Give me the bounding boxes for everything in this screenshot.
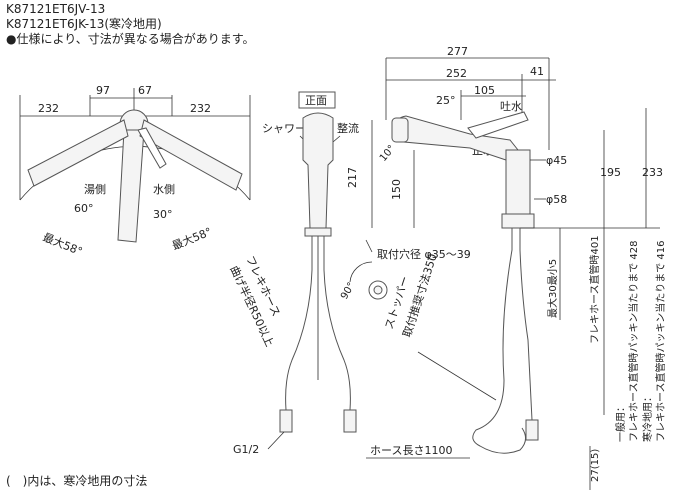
model-number-cold-region: K87121ET6JK-13(寒冷地用) [6,17,162,31]
angle-30: 30° [153,208,173,221]
faucet-side-body [505,149,531,215]
phi58: φ58 [546,193,567,206]
side-supply-hose [519,228,533,421]
angle-10: 10° [378,143,398,164]
footer-note: ( )内は、寒冷地用の寸法 [6,474,148,488]
phi45: φ45 [546,154,567,167]
hot-side-label: 湯側 [84,183,106,196]
front-view: 正面 シャワー 整流 フレキホース 曲げ半径R50以上 G1/2 [227,91,359,456]
side-fitting [525,419,539,441]
cold-dim-416: フレキホース直管時パッキン当たりまで 416 [654,241,667,442]
front-title-box [298,91,336,109]
dim-277: 277 [447,45,468,58]
max-angle-right: 最大58° [170,224,214,253]
shower-head-side [391,117,409,143]
max-angle-left: 最大58° [41,230,85,259]
dim-97: 97 [96,84,110,97]
spec-note: ●仕様により、寸法が異なる場合があります。 [6,32,255,46]
mount-hole-label: 取付穴径 φ35～39 [377,247,471,261]
side-shower-hose [472,228,526,454]
dim-232-right: 232 [190,102,211,115]
front-hose-right [323,236,351,411]
shower-label: シャワー [262,122,306,135]
cold-label: 寒冷地用： [641,392,654,442]
dim-41: 41 [530,65,544,78]
g12-label: G1/2 [233,443,259,456]
faucet-side-spout [397,115,519,215]
front-title: 正面 [305,94,327,107]
side-view: 277 252 41 105 25° 吐水 止水 10° φ45 φ58 217… [346,45,667,490]
front-hose-left [285,236,313,411]
spout-center [117,129,145,243]
dim-105: 105 [474,84,495,97]
lever-handle-side [467,111,529,139]
faucet-side-base [501,213,535,229]
dim-67: 67 [138,84,152,97]
angle-25: 25° [436,94,456,107]
general-dim-428: フレキホース直管時パッキン当たりまで 428 [627,241,640,442]
angle-90: 90° [339,281,357,302]
cold-side-label: 水側 [153,183,175,196]
faucet-front-body [302,112,334,229]
faucet-front-base [304,227,332,237]
dim-233: 233 [642,166,663,179]
hose-length: ホース長さ1100 [370,444,452,457]
dim-252: 252 [446,67,467,80]
mount-hole-detail: 90° [339,261,388,302]
top-view: 232 97 67 232 湯側 水側 60° 30° 最大58° 最大58° [19,84,251,259]
dim-150: 150 [390,179,403,200]
flex-straight-401: フレキホース直管時401 [588,235,601,344]
angle-60: 60° [74,202,94,215]
lever-handle-top [137,127,167,169]
max30-min5: 最大30最小5 [546,259,559,318]
flow-label: 整流 [337,121,359,135]
fitting-right [343,409,357,433]
dim-195: 195 [600,166,621,179]
dim-232-left: 232 [38,102,59,115]
model-number-standard: K87121ET6JV-13 [6,2,106,16]
water-out-label: 吐水 [500,100,522,113]
general-label: 一般用： [614,402,627,442]
fitting-left [279,409,293,433]
spout-left-position [27,119,129,187]
dim-217: 217 [346,167,359,188]
dim-27-15: 27(15) [590,449,601,482]
